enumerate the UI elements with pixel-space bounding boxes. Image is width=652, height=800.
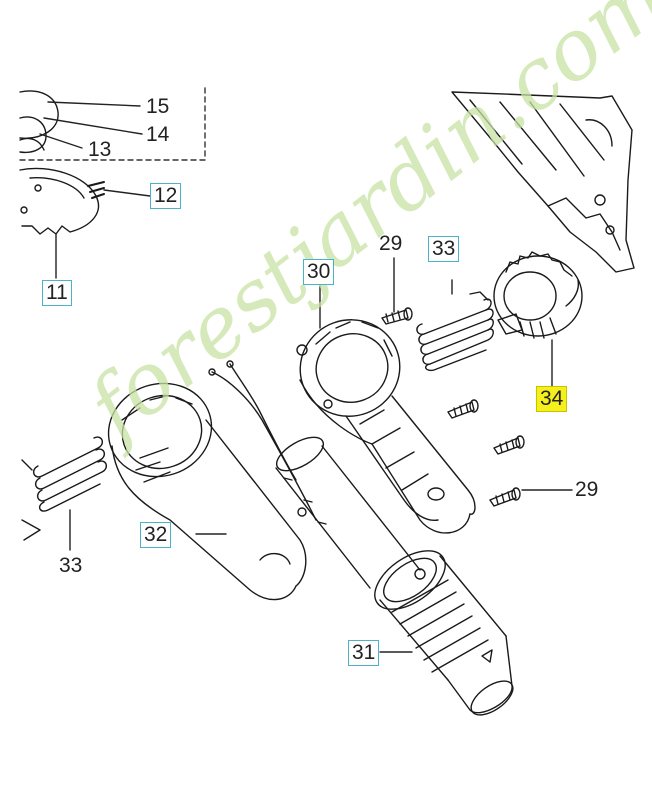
label-30: 30 <box>303 259 335 285</box>
part-30-handle-arm <box>296 285 476 534</box>
label-34: 34 <box>536 386 568 412</box>
part-33-spring-right <box>416 279 494 372</box>
part-31-nozzle-tube <box>275 436 514 716</box>
label-29-right: 29 <box>575 478 599 501</box>
part-33-spring-left <box>21 436 108 551</box>
label-33-left: 33 <box>59 554 83 577</box>
label-14: 14 <box>146 123 170 146</box>
label-32: 32 <box>140 522 172 548</box>
part-29-screws-middle <box>447 399 573 507</box>
label-29-top: 29 <box>379 232 403 255</box>
part-11-gear-disc <box>19 167 100 279</box>
part-34-gear-ring <box>493 251 583 387</box>
part-29-screw-top <box>381 257 413 325</box>
wires <box>208 360 317 521</box>
label-13: 13 <box>88 138 112 161</box>
label-33-right: 33 <box>428 236 460 262</box>
label-12: 12 <box>150 183 182 209</box>
inset-frame <box>19 87 206 161</box>
part-13-14-15-discs <box>19 90 143 154</box>
label-31: 31 <box>348 640 380 666</box>
part-32-housing-half <box>107 382 307 601</box>
label-11: 11 <box>42 280 72 306</box>
label-15: 15 <box>146 95 170 118</box>
part-12-pin <box>87 181 151 199</box>
main-housing-top-right <box>451 91 635 273</box>
